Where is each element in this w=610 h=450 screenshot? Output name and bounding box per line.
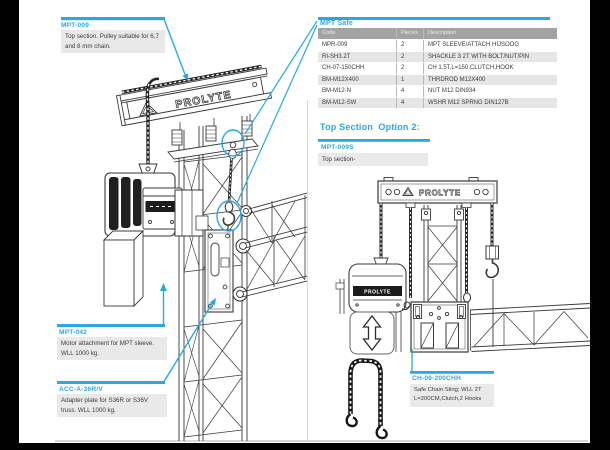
mpt009-callout-bar [61, 17, 165, 21]
cell-code: MPR-009 [322, 42, 348, 48]
cell-code: BM-M12X400 [322, 76, 359, 83]
mpt042-line1: Motor attachment for MPT sleeve. [61, 340, 155, 347]
table-title: MPT Safe [320, 20, 354, 27]
option2-truss [469, 303, 590, 352]
main-truss [232, 192, 307, 302]
parts-table: Code Pieces Description MPR-009 2 MPT SL… [318, 28, 557, 108]
table-row: BM-M12-N 4 NUT M12 DIN934 [318, 85, 557, 97]
up-down-arrow-icon [362, 314, 382, 352]
option2-mast [421, 205, 464, 305]
cell-pieces: 2 [396, 63, 423, 74]
table-row: MPR-009 2 MPT SLEEVE/ATTACH HIJSOOG [318, 39, 557, 51]
table-row: RI-SH3.2T 2 SHACKLE 3 2T WITH BOLT/NUT/P… [318, 50, 557, 62]
cell-pieces: 1 [396, 74, 423, 85]
sling-hook-left [345, 413, 358, 428]
clutch-and-hook [485, 245, 500, 347]
ch08-line2: L=200CM,Clutch,2 Hooks [414, 396, 482, 403]
callout-leader-lines [57, 17, 550, 384]
beam-top-chain [121, 64, 262, 94]
col-header-description: Description [423, 28, 557, 39]
sling-hook-right [375, 425, 388, 440]
acc-line2: truss. WLL 1000 kg. [61, 406, 116, 414]
cell-pieces: 4 [396, 86, 423, 97]
mpt009-line2: and 8 mm chain. [65, 42, 111, 50]
table-header-row: Code Pieces Description [318, 28, 557, 39]
option2-underline-bar [318, 139, 430, 142]
option2-motor: PROLYTE [335, 257, 411, 314]
option2-drawing: PROLYTE [335, 177, 590, 440]
left-frame-bar [0, 0, 19, 450]
table-callout-bar [318, 17, 550, 20]
top-beam: PROLYTE [115, 64, 273, 127]
cell-description: THRDROD M12X400 [423, 74, 557, 85]
hoist-chain [145, 77, 160, 168]
option2-heading: Top Section Option 2: [320, 122, 420, 132]
lower-highlight-ellipse [216, 200, 242, 232]
option2-chains [379, 203, 494, 298]
table-row: BM-M12X400 1 THRDROD M12X400 [318, 73, 557, 85]
cell-code: CH-07-150CHH [322, 65, 365, 71]
mpt042-callout-bar [57, 324, 165, 327]
bottom-frame-bar [0, 442, 610, 450]
sleeve-adapter-plate [204, 229, 234, 313]
cell-code: BM-M12-N [322, 88, 352, 94]
motor-brand-text: PROLYTE [364, 290, 391, 296]
option2-top-beam: PROLYTE [377, 177, 498, 208]
mpt009-description: Top section. Pulley suitable for 6,7 and… [61, 30, 165, 54]
safe-chain-sling [345, 358, 388, 440]
mpt009s-line1: Top section- [322, 155, 356, 163]
cell-description: CH 1.5T,L=150,CLUTCH,HOOK [423, 63, 557, 74]
right-frame-bar [590, 0, 610, 450]
travel-arrow [349, 311, 402, 355]
cell-description: NUT M12 DIN934 [423, 86, 557, 97]
hoist-motor [104, 163, 209, 237]
mpt009-arrowhead [182, 73, 189, 81]
mpt042-line2: WLL 1000 kg. [61, 349, 99, 357]
cell-code: RI-SH3.2T [322, 53, 351, 60]
cell-code: BM-M12-SW [322, 99, 357, 106]
mpt009-code: MPT-009 [61, 21, 90, 29]
col-header-code: Code [322, 30, 336, 36]
chain-bag [102, 229, 145, 308]
ch08-callout-bar [410, 371, 494, 374]
cell-description: MPT SLEEVE/ATTACH HIJSOOG [423, 40, 557, 51]
bottom-rule [55, 440, 588, 442]
acc-code: ACC-A-36R/V [59, 385, 103, 393]
acc-callout-bar [57, 381, 165, 384]
acc-line1: Adapter plate for S36R or S36V [61, 397, 149, 404]
cell-pieces: 4 [396, 97, 423, 108]
upper-shackle [227, 141, 237, 203]
cell-pieces: 2 [396, 40, 423, 51]
cell-description: SHACKLE 3 2T WITH BOLT/NUT/PIN [423, 51, 557, 62]
table-row: CH-07-150CHH 2 CH 1.5T,L=150,CLUTCH,HOOK [318, 62, 557, 74]
mpt042-code: MPT-042 [59, 328, 88, 336]
cell-description: WSHR M12 SPRNG DIN127B [423, 97, 557, 108]
acc-description: Adapter plate for S36R or S36V truss. WL… [57, 394, 167, 418]
mpt042-description: Motor attachment for MPT sleeve. WLL 100… [57, 337, 167, 361]
ch08-description: Safe Chain Sling; WLL 2T L=200CM,Clutch,… [410, 383, 494, 407]
ch08-line1: Safe Chain Sling; WLL 2T [414, 386, 482, 393]
ch08-code: CH-08-200CHH [412, 375, 461, 382]
panel-divider-line [307, 100, 308, 441]
mpt009-line1: Top section. Pulley suitable for 6,7 [65, 33, 159, 40]
upper-highlight-ellipse [221, 129, 245, 157]
option2-motor-label-band [353, 286, 402, 296]
cell-pieces: 2 [396, 51, 423, 62]
beam-hanger-coils [171, 114, 253, 146]
mpt009s-description: Top section- [318, 152, 428, 167]
mpt042-arrowhead [160, 283, 167, 291]
table-row: BM-M12-SW 4 WSHR M12 SPRNG DIN127B [318, 96, 557, 108]
acc-arrowhead [209, 298, 216, 306]
col-header-pieces: Pieces [396, 28, 423, 39]
option2-beam-brand-text: PROLYTE [419, 188, 461, 197]
option2-adapter-plate [410, 292, 472, 353]
main-drawing: PROLYTE [102, 64, 307, 441]
mpt009s-code: MPT-009S [321, 144, 354, 151]
